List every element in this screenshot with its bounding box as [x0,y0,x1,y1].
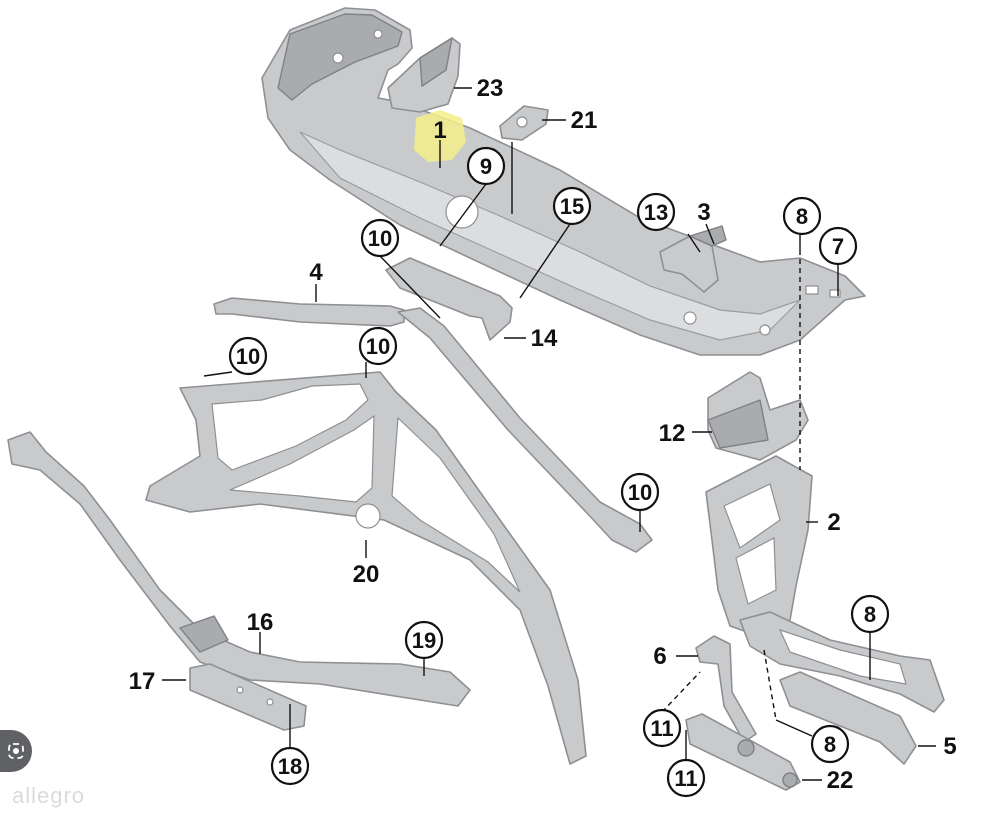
callout-4[interactable]: 4 [309,259,323,286]
watermark: allegro [12,783,86,808]
svg-text:9: 9 [480,154,492,179]
part-1-upper-carrier [261,7,866,356]
part-13-bracket [659,225,727,293]
callout-23[interactable]: 23 [477,75,504,102]
callout-1[interactable]: 1 [433,117,446,144]
callout-9[interactable]: 9 [466,146,506,186]
callout-15[interactable]: 15 [552,186,592,226]
svg-text:10: 10 [366,334,390,359]
callout-8-mid[interactable]: 8 [850,594,890,634]
svg-text:11: 11 [650,716,673,741]
svg-text:13: 13 [644,200,668,225]
callout-3[interactable]: 3 [697,199,710,226]
callout-13[interactable]: 13 [636,192,676,232]
part-20-frame [145,371,587,765]
callout-10-d[interactable]: 10 [620,472,660,512]
callout-16[interactable]: 16 [247,609,274,636]
strut-diagonal-right [397,307,653,553]
svg-text:10: 10 [236,344,260,369]
lens-icon [8,743,24,759]
part-21-clip [499,105,549,141]
part-16-lower-strut [7,431,471,707]
part-23-bracket [387,37,461,113]
svg-text:18: 18 [278,754,302,779]
part-2-carrier [705,455,813,641]
svg-text:8: 8 [796,204,808,229]
svg-text:8: 8 [824,732,836,757]
callout-8-low[interactable]: 8 [810,724,850,764]
part-4-cross-bar [213,297,405,327]
callout-10-a[interactable]: 10 [360,218,400,258]
svg-text:7: 7 [832,234,844,259]
callout-14[interactable]: 14 [531,325,558,352]
callout-10-c[interactable]: 10 [358,326,398,366]
callout-12[interactable]: 12 [659,420,686,447]
callout-22[interactable]: 22 [827,767,854,794]
part-14-bracket [385,257,513,341]
callout-5[interactable]: 5 [943,733,956,760]
callout-21[interactable]: 21 [571,107,598,134]
callout-20[interactable]: 20 [353,561,380,588]
callout-19[interactable]: 19 [404,620,444,660]
svg-text:15: 15 [560,194,584,219]
svg-text:19: 19 [412,628,436,653]
svg-text:8: 8 [864,602,876,627]
callout-7[interactable]: 7 [818,226,858,266]
callout-18[interactable]: 18 [270,746,310,786]
highlight-marker [414,110,466,162]
part-17-plate [189,663,307,731]
part-6-bracket [695,635,757,743]
svg-text:11: 11 [674,766,697,791]
svg-text:10: 10 [368,226,392,251]
svg-text:10: 10 [628,480,652,505]
callout-10-b[interactable]: 10 [228,336,268,376]
callout-11-a[interactable]: 11 [642,708,682,748]
callout-11-b[interactable]: 11 [666,758,706,798]
callout-17[interactable]: 17 [129,668,156,695]
callout-8-top[interactable]: 8 [782,196,822,236]
part-12-cover [707,371,809,461]
leader-lines [162,87,936,781]
part-5-arm [739,611,945,765]
callout-6[interactable]: 6 [653,643,666,670]
callout-2[interactable]: 2 [827,509,840,536]
part-22-plate [685,713,801,791]
